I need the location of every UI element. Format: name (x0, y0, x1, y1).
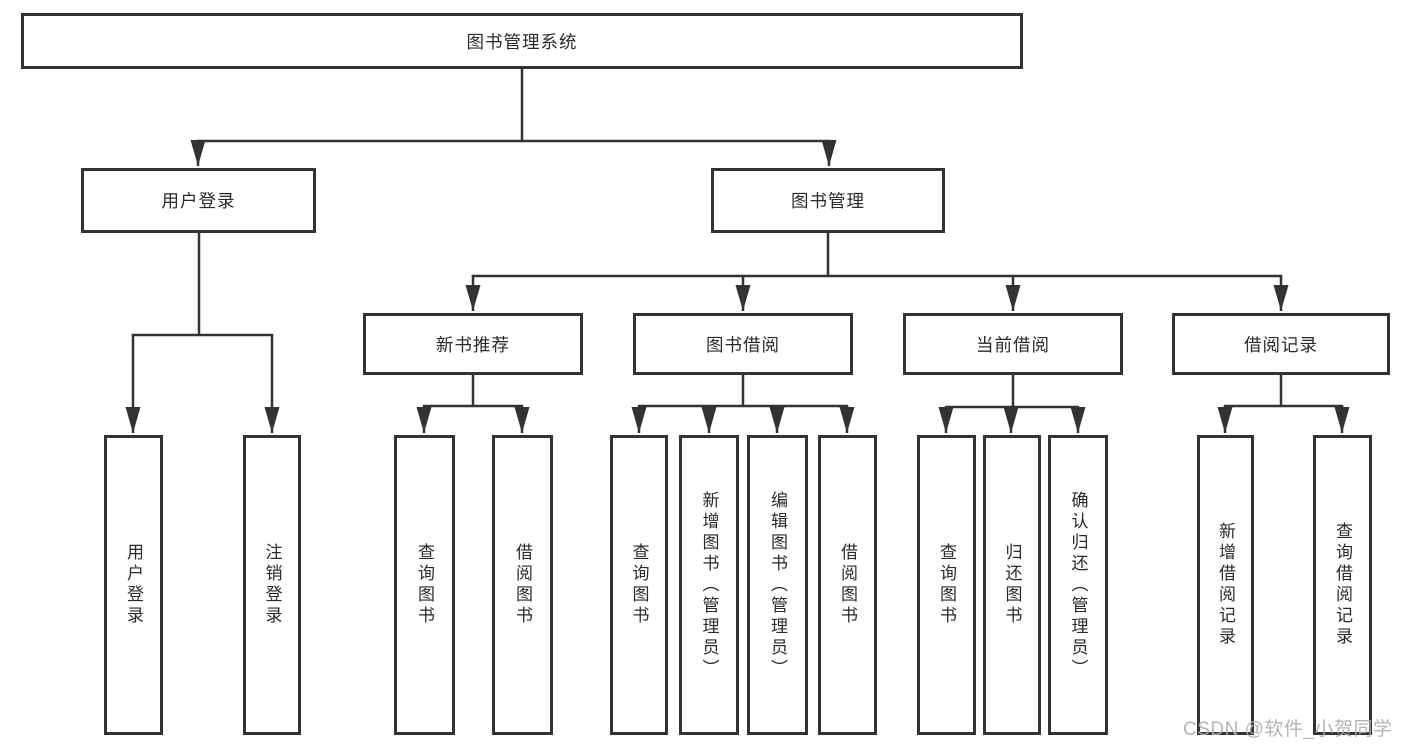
leaf-query-books-recommend: 查询图书 (394, 435, 455, 735)
leaf-query-borrow-record: 查询借阅记录 (1313, 435, 1372, 735)
connector-borrow-branch (638, 375, 848, 408)
node-borrowing-records: 借阅记录 (1172, 313, 1390, 375)
leaf-add-books-admin: 新增图书（管理员） (679, 435, 739, 735)
node-user-login: 用户登录 (81, 168, 316, 233)
node-current-borrowing: 当前借阅 (903, 313, 1123, 375)
node-book-borrowing: 图书借阅 (633, 313, 853, 375)
connector-login-branch (131, 233, 274, 337)
connector-root-branch (196, 69, 831, 143)
node-new-book-recommendation: 新书推荐 (363, 313, 583, 375)
node-root-system: 图书管理系统 (21, 13, 1023, 69)
node-book-management: 图书管理 (711, 168, 945, 233)
leaf-add-borrow-record: 新增借阅记录 (1197, 435, 1254, 735)
leaf-borrow-books-recommend: 借阅图书 (492, 435, 553, 735)
connector-current-branch (945, 375, 1079, 409)
leaf-logout: 注销登录 (243, 435, 301, 735)
leaf-query-books-current: 查询图书 (917, 435, 976, 735)
connector-newbook-branch (423, 375, 523, 408)
connector-management-branch (471, 233, 1283, 278)
leaf-user-login: 用户登录 (104, 435, 163, 735)
csdn-watermark: CSDN @软件_小贺同学 (1183, 719, 1393, 740)
leaf-query-books-borrow: 查询图书 (610, 435, 668, 735)
connector-record-branch (1224, 375, 1344, 408)
leaf-borrow-books: 借阅图书 (818, 435, 877, 735)
leaf-edit-books-admin: 编辑图书（管理员） (747, 435, 808, 735)
leaf-confirm-return-admin: 确认归还（管理员） (1048, 435, 1108, 735)
leaf-return-books: 归还图书 (983, 435, 1041, 735)
